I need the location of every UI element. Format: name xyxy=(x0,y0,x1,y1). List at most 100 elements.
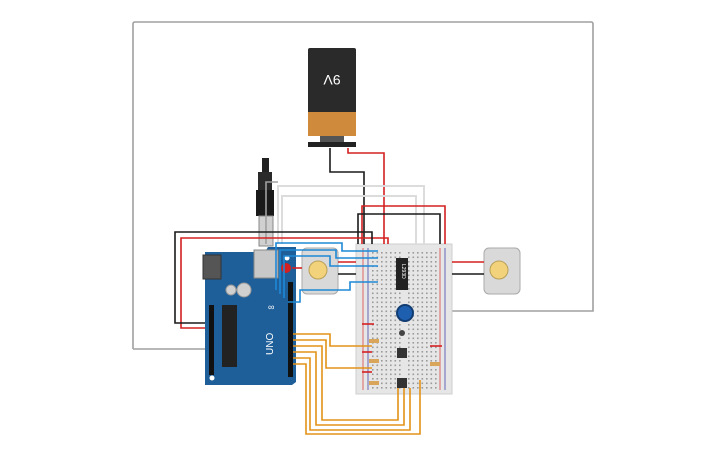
breadboard-hole xyxy=(417,387,419,389)
breadboard-hole xyxy=(412,324,415,326)
breadboard-hole xyxy=(408,369,410,371)
breadboard-hole xyxy=(421,333,424,335)
breadboard-hole xyxy=(385,283,388,286)
breadboard-hole xyxy=(435,274,437,277)
breadboard-hole xyxy=(399,360,401,362)
breadboard-hole xyxy=(421,324,424,326)
wire-white[interactable] xyxy=(281,195,417,244)
breadboard-hole xyxy=(385,319,388,322)
breadboard-hole xyxy=(426,333,428,335)
wire-blue[interactable] xyxy=(279,249,378,294)
breadboard-hole xyxy=(385,261,388,263)
breadboard-hole xyxy=(426,252,428,254)
wire-orange[interactable] xyxy=(293,339,372,369)
breadboard-hole xyxy=(430,373,433,376)
resistor xyxy=(369,339,379,343)
breadboard-hole xyxy=(426,378,428,380)
breadboard-hole xyxy=(430,306,433,308)
breadboard-hole xyxy=(430,252,433,254)
breadboard-hole xyxy=(385,360,388,362)
wire-red[interactable] xyxy=(347,148,385,244)
breadboard-hole xyxy=(372,292,374,295)
breadboard-hole xyxy=(426,355,428,358)
breadboard-hole xyxy=(381,351,383,353)
wire-blue[interactable] xyxy=(275,242,378,290)
breadboard-hole xyxy=(417,252,419,254)
breadboard-hole xyxy=(430,387,433,389)
breadboard-hole xyxy=(421,310,424,313)
breadboard-hole xyxy=(435,360,437,362)
breadboard-hole xyxy=(390,337,392,340)
breadboard-hole xyxy=(430,288,433,290)
wire-gray-loop[interactable] xyxy=(132,21,594,349)
usb-connector xyxy=(253,249,279,279)
breadboard-hole xyxy=(426,360,428,362)
breadboard-hole xyxy=(390,288,392,290)
breadboard-hole xyxy=(399,256,401,259)
breadboard-hole xyxy=(435,324,437,326)
wire-orange[interactable] xyxy=(293,345,399,421)
breadboard-hole xyxy=(381,279,383,281)
breadboard-hole xyxy=(381,261,383,263)
wire-red[interactable] xyxy=(180,237,389,329)
breadboard-hole xyxy=(435,261,437,263)
wire-white[interactable] xyxy=(277,185,425,244)
breadboard-hole xyxy=(421,387,424,389)
breadboard-hole xyxy=(390,315,392,317)
wire-orange[interactable] xyxy=(293,357,411,431)
push-button[interactable] xyxy=(397,348,407,358)
breadboard-hole xyxy=(412,342,415,344)
wire-orange[interactable] xyxy=(293,351,405,426)
breadboard-hole xyxy=(394,337,397,340)
potentiometer-knob[interactable] xyxy=(396,304,414,322)
breadboard-hole xyxy=(399,292,401,295)
breadboard-hole xyxy=(430,261,433,263)
wire-red[interactable] xyxy=(361,205,446,244)
breadboard-hole xyxy=(412,346,415,349)
breadboard-hole xyxy=(385,297,388,299)
breadboard-hole xyxy=(394,288,397,290)
breadboard-hole xyxy=(412,319,415,322)
breadboard-hole xyxy=(421,319,424,322)
power-jack xyxy=(202,254,222,280)
breadboard-hole xyxy=(417,279,419,281)
push-button[interactable] xyxy=(397,378,407,388)
breadboard-hole xyxy=(412,387,415,389)
wire-black[interactable] xyxy=(357,213,441,244)
wire-black[interactable] xyxy=(174,231,373,324)
breadboard-hole xyxy=(412,256,415,259)
breadboard-hole xyxy=(390,351,392,353)
breadboard-hole xyxy=(381,256,383,259)
battery-cap xyxy=(308,112,356,136)
breadboard-hole xyxy=(408,261,410,263)
breadboard-hole xyxy=(399,364,401,367)
breadboard-hole xyxy=(408,288,410,290)
breadboard-hole xyxy=(435,292,437,295)
breadboard-hole xyxy=(430,324,433,326)
wire-blue[interactable] xyxy=(288,281,378,303)
breadboard-hole xyxy=(417,369,419,371)
wire-black[interactable] xyxy=(329,148,365,244)
breadboard-hole xyxy=(372,279,374,281)
breadboard-hole xyxy=(376,333,379,335)
wire-gray[interactable] xyxy=(265,181,278,244)
breadboard-hole xyxy=(390,355,392,358)
wire-blue[interactable] xyxy=(283,255,378,298)
breadboard-hole xyxy=(412,369,415,371)
breadboard-hole xyxy=(390,319,392,322)
breadboard-hole xyxy=(394,333,397,335)
breadboard-hole xyxy=(412,265,415,268)
breadboard-hole xyxy=(417,342,419,344)
breadboard-hole xyxy=(385,315,388,317)
arduino-logo: ∞ xyxy=(268,302,274,312)
breadboard-hole xyxy=(408,270,410,272)
breadboard-hole xyxy=(372,315,374,317)
breadboard-hole xyxy=(435,306,437,308)
motor-left xyxy=(281,247,339,295)
pin-header-left xyxy=(209,305,214,375)
wire-orange[interactable] xyxy=(293,363,421,435)
breadboard-hole xyxy=(408,382,410,385)
breadboard-hole xyxy=(417,256,419,259)
wire-orange[interactable] xyxy=(293,333,372,347)
breadboard-hole xyxy=(430,270,433,272)
